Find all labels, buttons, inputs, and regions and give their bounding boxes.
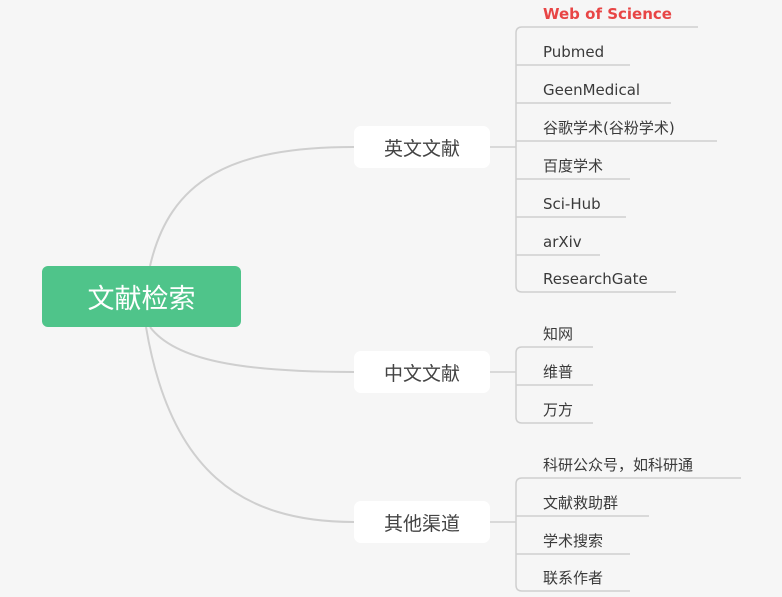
- leaf-vip[interactable]: 维普: [543, 363, 574, 381]
- branch-label: 英文文献: [383, 137, 460, 160]
- leaf-cnki[interactable]: 知网: [543, 325, 574, 343]
- leaf-research-accounts[interactable]: 科研公众号，如科研通: [543, 456, 694, 474]
- root-label: 文献检索: [87, 284, 196, 315]
- leaf-help-group[interactable]: 文献救助群: [543, 494, 619, 512]
- leaf-contact-author[interactable]: 联系作者: [543, 569, 604, 587]
- leaf-researchgate[interactable]: ResearchGate: [543, 270, 648, 288]
- branch-english[interactable]: 英文文献: [354, 126, 490, 168]
- leaf-wanfang[interactable]: 万方: [543, 401, 574, 419]
- root-to-chinese-curve: [149, 326, 355, 373]
- root-to-other-curve: [145, 326, 355, 523]
- leaf-sci-hub[interactable]: Sci-Hub: [543, 195, 601, 213]
- english-bracket: [490, 26, 523, 293]
- leaf-geenmedical[interactable]: GeenMedical: [543, 81, 641, 99]
- branch-label: 中文文献: [383, 362, 460, 385]
- leaf-pubmed[interactable]: Pubmed: [543, 43, 605, 61]
- leaf-academic-search[interactable]: 学术搜索: [543, 532, 604, 550]
- branch-chinese[interactable]: 中文文献: [354, 351, 490, 393]
- leaf-google-scholar[interactable]: 谷歌学术(谷粉学术): [543, 119, 675, 137]
- leaf-arxiv[interactable]: arXiv: [543, 233, 582, 251]
- root-node[interactable]: 文献检索: [42, 266, 241, 327]
- root-to-english-curve: [149, 146, 355, 267]
- leaf-web-of-science[interactable]: Web of Science: [543, 5, 672, 23]
- branch-other[interactable]: 其他渠道: [354, 501, 490, 543]
- other-bracket: [490, 477, 523, 592]
- branch-label: 其他渠道: [383, 512, 460, 535]
- leaf-baidu-scholar[interactable]: 百度学术: [543, 157, 604, 175]
